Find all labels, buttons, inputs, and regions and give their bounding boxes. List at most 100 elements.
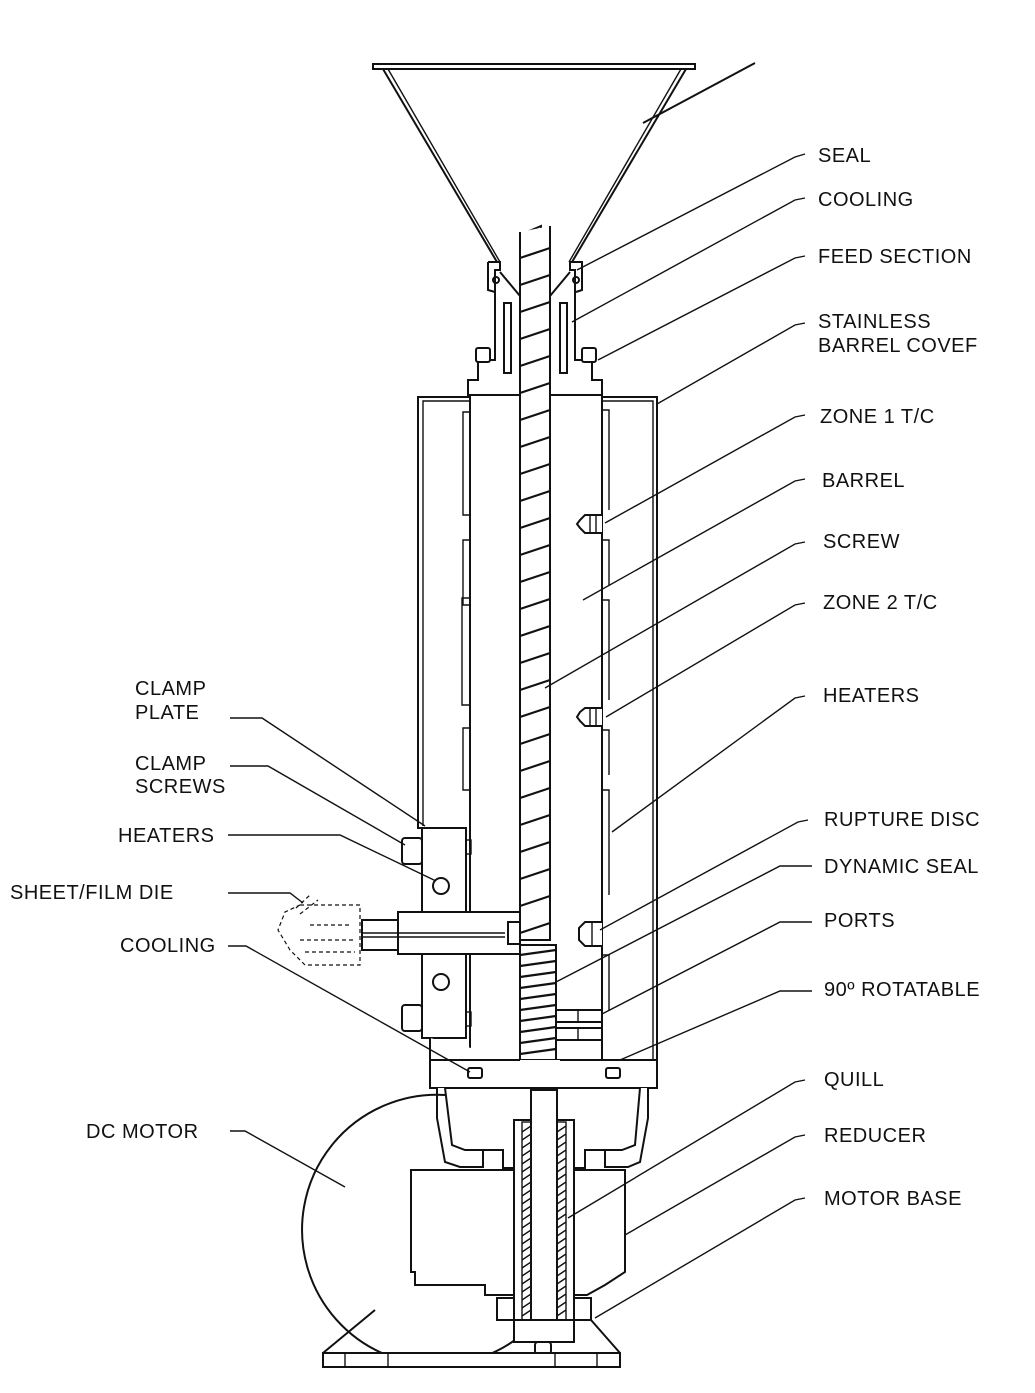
quill-hatch-line — [556, 1261, 567, 1269]
metering-flight — [519, 970, 557, 979]
label-cooling-bottom: COOLING — [120, 935, 216, 957]
quill-hatch-line — [556, 1285, 567, 1293]
leader-cooling-bottom — [228, 945, 471, 1073]
screw-flight — [519, 246, 551, 260]
clamp-heater-upper — [432, 877, 450, 895]
seal-oring-right — [572, 276, 580, 284]
leader-lines-left — [228, 717, 471, 1188]
port-fittings — [554, 1009, 603, 1041]
heater-band — [462, 411, 470, 516]
screw-flight — [519, 624, 551, 638]
leader-rotatable — [619, 990, 812, 1061]
leader-clamp-plate — [230, 717, 426, 827]
quill-hatch-line — [521, 1165, 532, 1173]
quill-hatch-line — [521, 1221, 532, 1229]
hopper — [372, 63, 696, 263]
breaker-plate — [507, 921, 521, 945]
sheet-film-die — [277, 894, 361, 966]
leader-hopper — [642, 62, 756, 124]
screw-flight — [519, 570, 551, 584]
clamp-heater-lower — [432, 973, 450, 991]
seal-oring-left — [492, 276, 500, 284]
hopper-wall-right-inner — [568, 68, 682, 263]
label-stainless: STAINLESS — [818, 311, 931, 333]
heater-band — [462, 727, 470, 791]
thermocouple-zone-2 — [575, 707, 602, 727]
label-plate: PLATE — [135, 702, 199, 724]
die-coupling — [361, 919, 399, 951]
quill-hatch-line — [556, 1197, 567, 1205]
hopper-rim — [372, 63, 696, 70]
label-dc-motor: DC MOTOR — [86, 1121, 199, 1143]
label-zone-2-tc: ZONE 2 T/C — [823, 592, 938, 614]
label-reducer: REDUCER — [824, 1125, 926, 1147]
metering-flights — [519, 948, 557, 1056]
leader-barrel — [582, 478, 806, 601]
label-seal: SEAL — [818, 145, 871, 167]
leader-reducer — [624, 1134, 806, 1236]
quill-hatch-line — [521, 1237, 532, 1245]
base-block-right — [573, 1297, 592, 1321]
quill-hatch-line — [556, 1189, 567, 1197]
quill — [496, 1089, 592, 1355]
quill-hatch-line — [556, 1237, 567, 1245]
screw-flights — [519, 246, 551, 935]
leader-dc-motor — [230, 1130, 346, 1188]
screw-flight — [519, 462, 551, 476]
quill-collar — [513, 1319, 575, 1343]
metering-flight — [519, 1047, 557, 1056]
heater-band — [602, 729, 610, 775]
leader-feed-section — [597, 255, 806, 361]
screw-flight — [519, 840, 551, 854]
quill-hatch-line — [556, 1173, 567, 1181]
quill-hatch-line — [521, 1149, 532, 1157]
leader-dynamic-seal — [555, 865, 812, 983]
screw-flight — [519, 651, 551, 665]
label-motor-base: MOTOR BASE — [824, 1188, 962, 1210]
screw-flight — [519, 327, 551, 341]
screw-flight — [519, 894, 551, 908]
motor-base — [322, 1309, 621, 1368]
labels-left: CLAMP PLATE CLAMP SCREWS HEATERS SHEET/F… — [10, 678, 225, 1143]
label-quill: QUILL — [824, 1069, 884, 1091]
metering-flight — [519, 1003, 557, 1012]
screw-flight — [519, 273, 551, 287]
screw-flight — [519, 732, 551, 746]
quill-hatch-line — [521, 1229, 532, 1237]
quill-hatch-line — [521, 1173, 532, 1181]
screw-flight — [519, 300, 551, 314]
quill-hatch-line — [521, 1197, 532, 1205]
screw-flight — [519, 921, 551, 935]
quill-hatch-line — [556, 1229, 567, 1237]
quill-hatch-line — [556, 1221, 567, 1229]
labels-right: SEAL COOLING FEED SECTION STAINLESS BARR… — [818, 145, 980, 1210]
metering-flight — [519, 1025, 557, 1034]
quill-hatch-line — [556, 1293, 567, 1301]
label-cooling-top: COOLING — [818, 189, 914, 211]
quill-hatching — [521, 1125, 567, 1317]
label-dynamic-seal: DYNAMIC SEAL — [824, 856, 979, 878]
label-feed-section: FEED SECTION — [818, 246, 972, 268]
leader-barrel-cover — [656, 322, 806, 405]
cooling-channel-right — [559, 302, 568, 374]
screw-flight — [519, 867, 551, 881]
rupture-disc-fitting — [578, 921, 602, 947]
heater-band — [602, 599, 610, 700]
quill-hatch-line — [556, 1309, 567, 1317]
screw-flight — [519, 597, 551, 611]
heater-band — [461, 597, 470, 706]
screw-flight — [519, 543, 551, 557]
heater-band — [462, 539, 470, 606]
hopper-wall-left-inner — [387, 68, 501, 263]
label-barrel-cover: BARREL COVEF — [818, 335, 978, 357]
quill-hatch-line — [521, 1213, 532, 1221]
quill-hatch-line — [556, 1141, 567, 1149]
metering-flight — [519, 1036, 557, 1045]
leader-seal — [576, 153, 806, 271]
leader-cooling-top — [571, 197, 806, 323]
heater-band — [602, 409, 610, 510]
heater-band — [602, 954, 610, 1010]
quill-hatch-line — [521, 1285, 532, 1293]
screw — [519, 224, 557, 1061]
